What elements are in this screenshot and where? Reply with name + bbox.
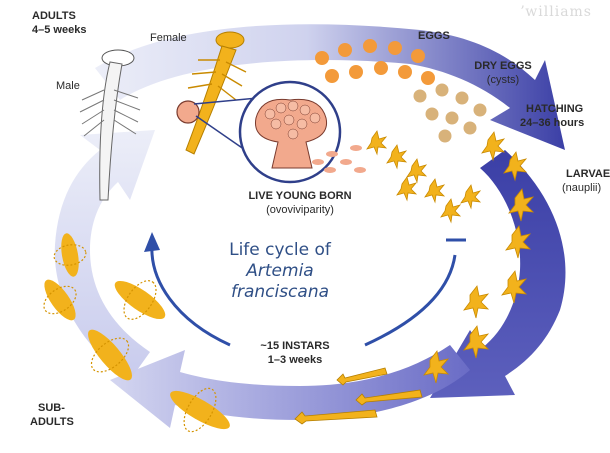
nauplius-icon (407, 159, 426, 182)
female-label: Female (150, 32, 187, 45)
dry-eggs-label: DRY EGGS (458, 60, 548, 73)
eggs-label: EGGS (418, 30, 450, 43)
adults-label: ADULTS (32, 10, 76, 23)
egg-icon (421, 71, 435, 85)
egg-icon (411, 49, 425, 63)
cyst-icon (474, 104, 487, 117)
diagram-title-line1: Life cycle of (210, 240, 350, 261)
watermark: ʼwilliams (520, 4, 592, 20)
larvae-sub: (nauplii) (562, 182, 601, 195)
egg-icon (363, 39, 377, 53)
egg-icon (374, 61, 388, 75)
cysts-cluster (414, 84, 487, 143)
cyst-icon (456, 92, 469, 105)
diagram-title-line2: Artemia (210, 261, 350, 282)
instars-duration: 1–3 weeks (240, 354, 350, 367)
subadults-group (39, 232, 235, 437)
diagram-title-line3: franciscana (210, 282, 350, 303)
cyst-icon (436, 84, 449, 97)
instars-label: ~15 INSTARS (240, 340, 350, 353)
egg-icon (388, 41, 402, 55)
hatching-duration: 24–36 hours (520, 117, 584, 130)
nauplius-icon (387, 145, 406, 168)
nauplius-icon (367, 131, 386, 154)
male-label: Male (56, 80, 80, 93)
cyst-icon (426, 108, 439, 121)
cyst-icon (446, 112, 459, 125)
inner-arrow-right (365, 240, 466, 345)
nauplius-icon (425, 179, 444, 202)
cyst-icon (439, 130, 452, 143)
subadults-label-line1: SUB- (38, 402, 65, 415)
cyst-icon (414, 90, 427, 103)
egg-icon (315, 51, 329, 65)
egg-icon (349, 65, 363, 79)
live-young-sub: (ovoviviparity) (240, 204, 360, 217)
nauplius-icon (397, 177, 416, 200)
egg-icon (325, 69, 339, 83)
live-young-label: LIVE YOUNG BORN (240, 190, 360, 203)
brood-pouch-magnified (240, 82, 366, 182)
egg-icon (338, 43, 352, 57)
dry-eggs-sub: (cysts) (458, 74, 548, 87)
adults-duration: 4–5 weeks (32, 24, 86, 37)
nauplius-icon (461, 185, 480, 208)
nauplius-icon (464, 286, 488, 318)
nauplius-icon (441, 199, 460, 222)
hatching-label: HATCHING (526, 103, 583, 116)
subadults-label-line2: ADULTS (30, 416, 74, 429)
larvae-label: LARVAE (566, 168, 610, 181)
cyst-icon (464, 122, 477, 135)
egg-icon (398, 65, 412, 79)
